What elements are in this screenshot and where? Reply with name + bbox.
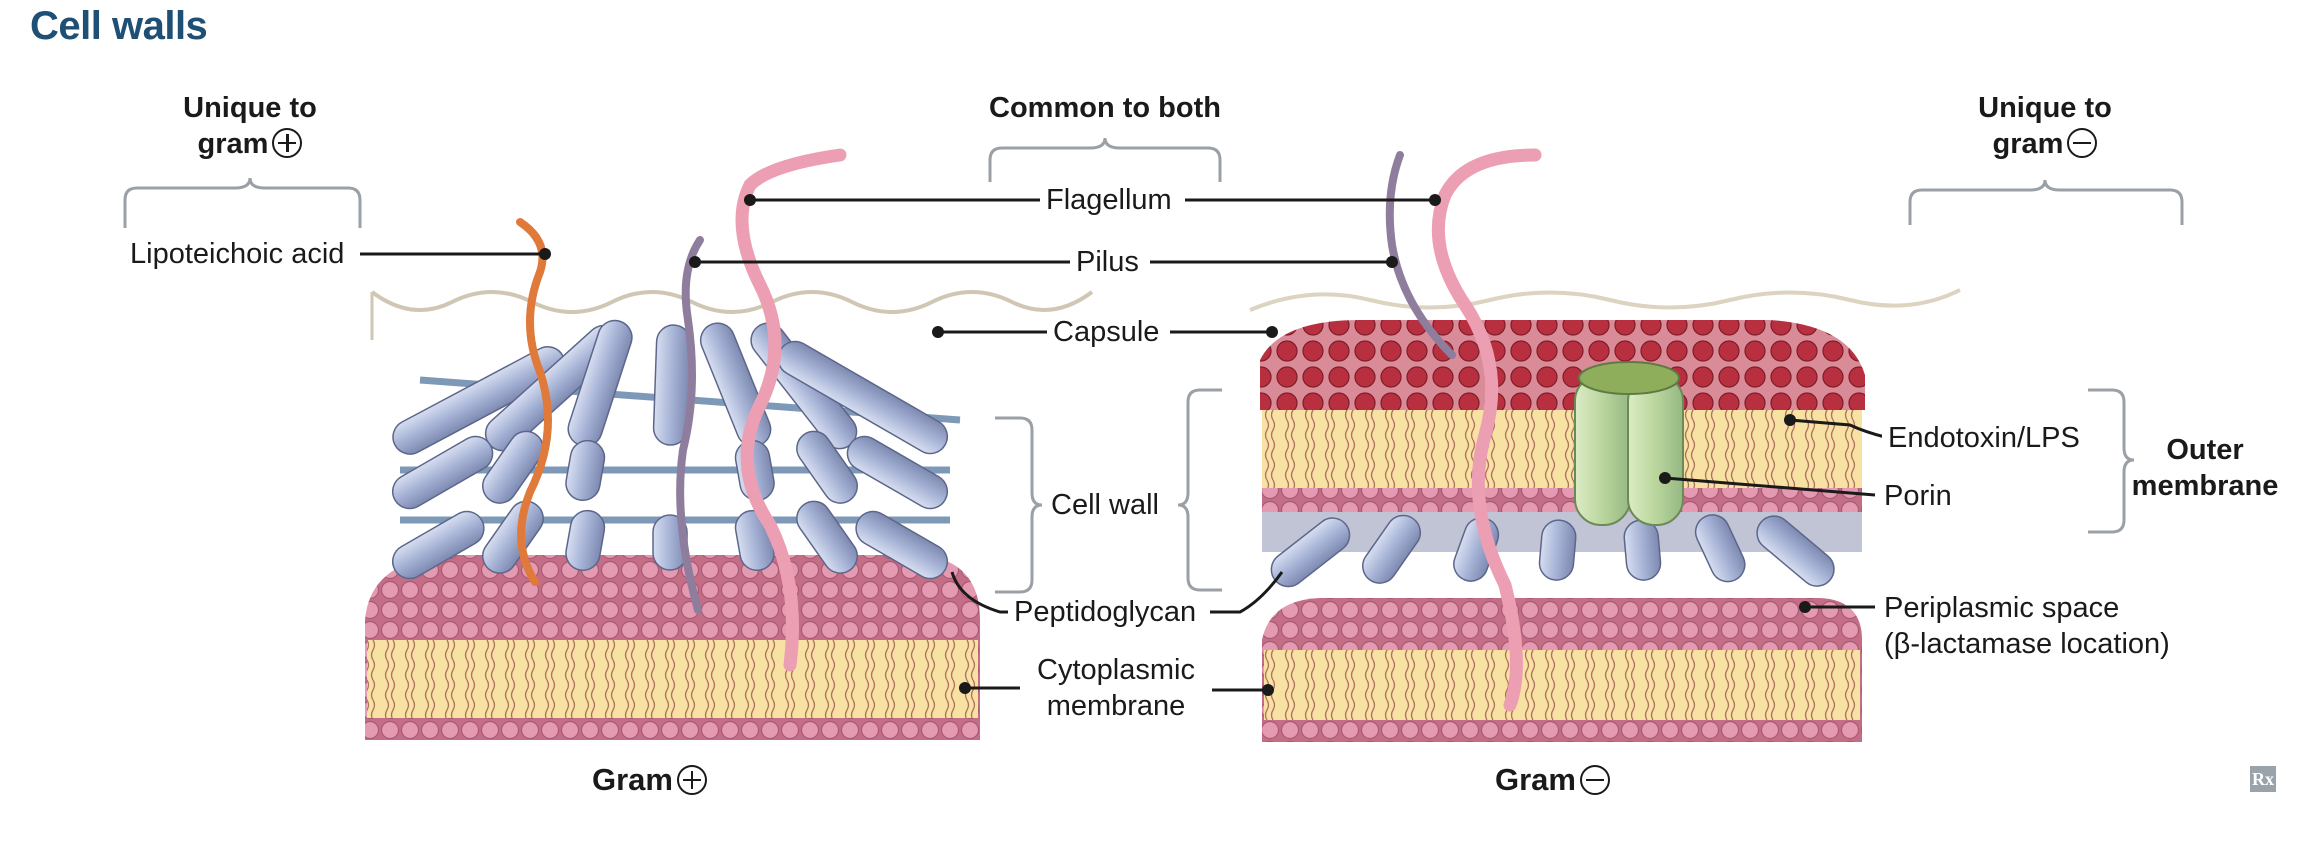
label-periplasmic-space: Periplasmic space (β-lactamase location) xyxy=(1878,590,2176,662)
label-cytoplasmic-line2: membrane xyxy=(1046,690,1186,722)
pilus-strand-right xyxy=(1385,151,1456,359)
peptidoglycan-rods-left xyxy=(391,319,949,580)
flagellum-strand-left xyxy=(735,148,847,672)
gram-negative-illustration xyxy=(1249,148,1961,742)
leader-lines xyxy=(360,198,1886,692)
caption-gram-negative: Gram xyxy=(1495,762,1610,798)
leader-dots xyxy=(539,194,1811,696)
label-pilus: Pilus xyxy=(1070,244,1145,280)
circled-minus-icon xyxy=(2067,128,2098,158)
header-unique-right-line1: Unique to xyxy=(1978,92,2112,124)
rx-icon: Rx xyxy=(2250,766,2276,792)
bracket-unique-right xyxy=(1908,179,2184,225)
pilus-strand-left xyxy=(676,236,704,614)
label-periplasmic-line2: (β-lactamase location) xyxy=(1884,628,2170,660)
label-outer-line2: membrane xyxy=(2131,470,2279,502)
bracket-outer-membrane xyxy=(2088,388,2135,534)
header-unique-gram-positive: Unique to gram xyxy=(170,90,330,162)
gram-positive-illustration xyxy=(365,148,1094,740)
circled-plus-icon xyxy=(676,765,707,795)
bracket-common xyxy=(988,137,1222,182)
brackets xyxy=(123,137,2184,594)
page-title: Cell walls xyxy=(30,4,208,48)
lipoteichoic-acid-strand xyxy=(516,218,552,586)
bracket-cell-wall-left xyxy=(995,416,1043,594)
bracket-cell-wall-right xyxy=(1177,388,1222,592)
label-outer-line1: Outer xyxy=(2166,434,2244,466)
label-cytoplasmic-line1: Cytoplasmic xyxy=(1037,654,1195,686)
header-unique-right-line2: gram xyxy=(1965,126,2125,162)
header-unique-left-line1: Unique to xyxy=(183,92,317,124)
lps-layer xyxy=(1260,320,1865,410)
label-porin: Porin xyxy=(1878,478,1958,514)
label-endotoxin-lps: Endotoxin/LPS xyxy=(1882,420,2086,456)
bracket-unique-left xyxy=(123,177,362,228)
capsule-outline-right xyxy=(1249,288,1961,312)
label-periplasmic-line1: Periplasmic space xyxy=(1884,592,2120,624)
label-peptidoglycan: Peptidoglycan xyxy=(1008,594,1203,630)
circled-minus-icon xyxy=(1579,765,1610,795)
label-outer-membrane: Outer membrane xyxy=(2125,432,2285,504)
label-lipoteichoic-acid: Lipoteichoic acid xyxy=(124,236,351,272)
label-capsule: Capsule xyxy=(1047,314,1166,350)
header-common-to-both: Common to both xyxy=(989,92,1221,124)
label-cell-wall: Cell wall xyxy=(1045,487,1165,523)
flagellum-strand-right xyxy=(1431,148,1542,712)
label-flagellum: Flagellum xyxy=(1040,182,1178,218)
circled-plus-icon xyxy=(272,128,303,158)
caption-gram-positive: Gram xyxy=(592,762,707,798)
header-unique-gram-negative: Unique to gram xyxy=(1965,90,2125,162)
porin-protein xyxy=(1574,361,1684,526)
capsule-outline-left xyxy=(370,290,1094,314)
header-unique-left-line2: gram xyxy=(170,126,330,162)
label-cytoplasmic-membrane: Cytoplasmic membrane xyxy=(1020,652,1212,724)
